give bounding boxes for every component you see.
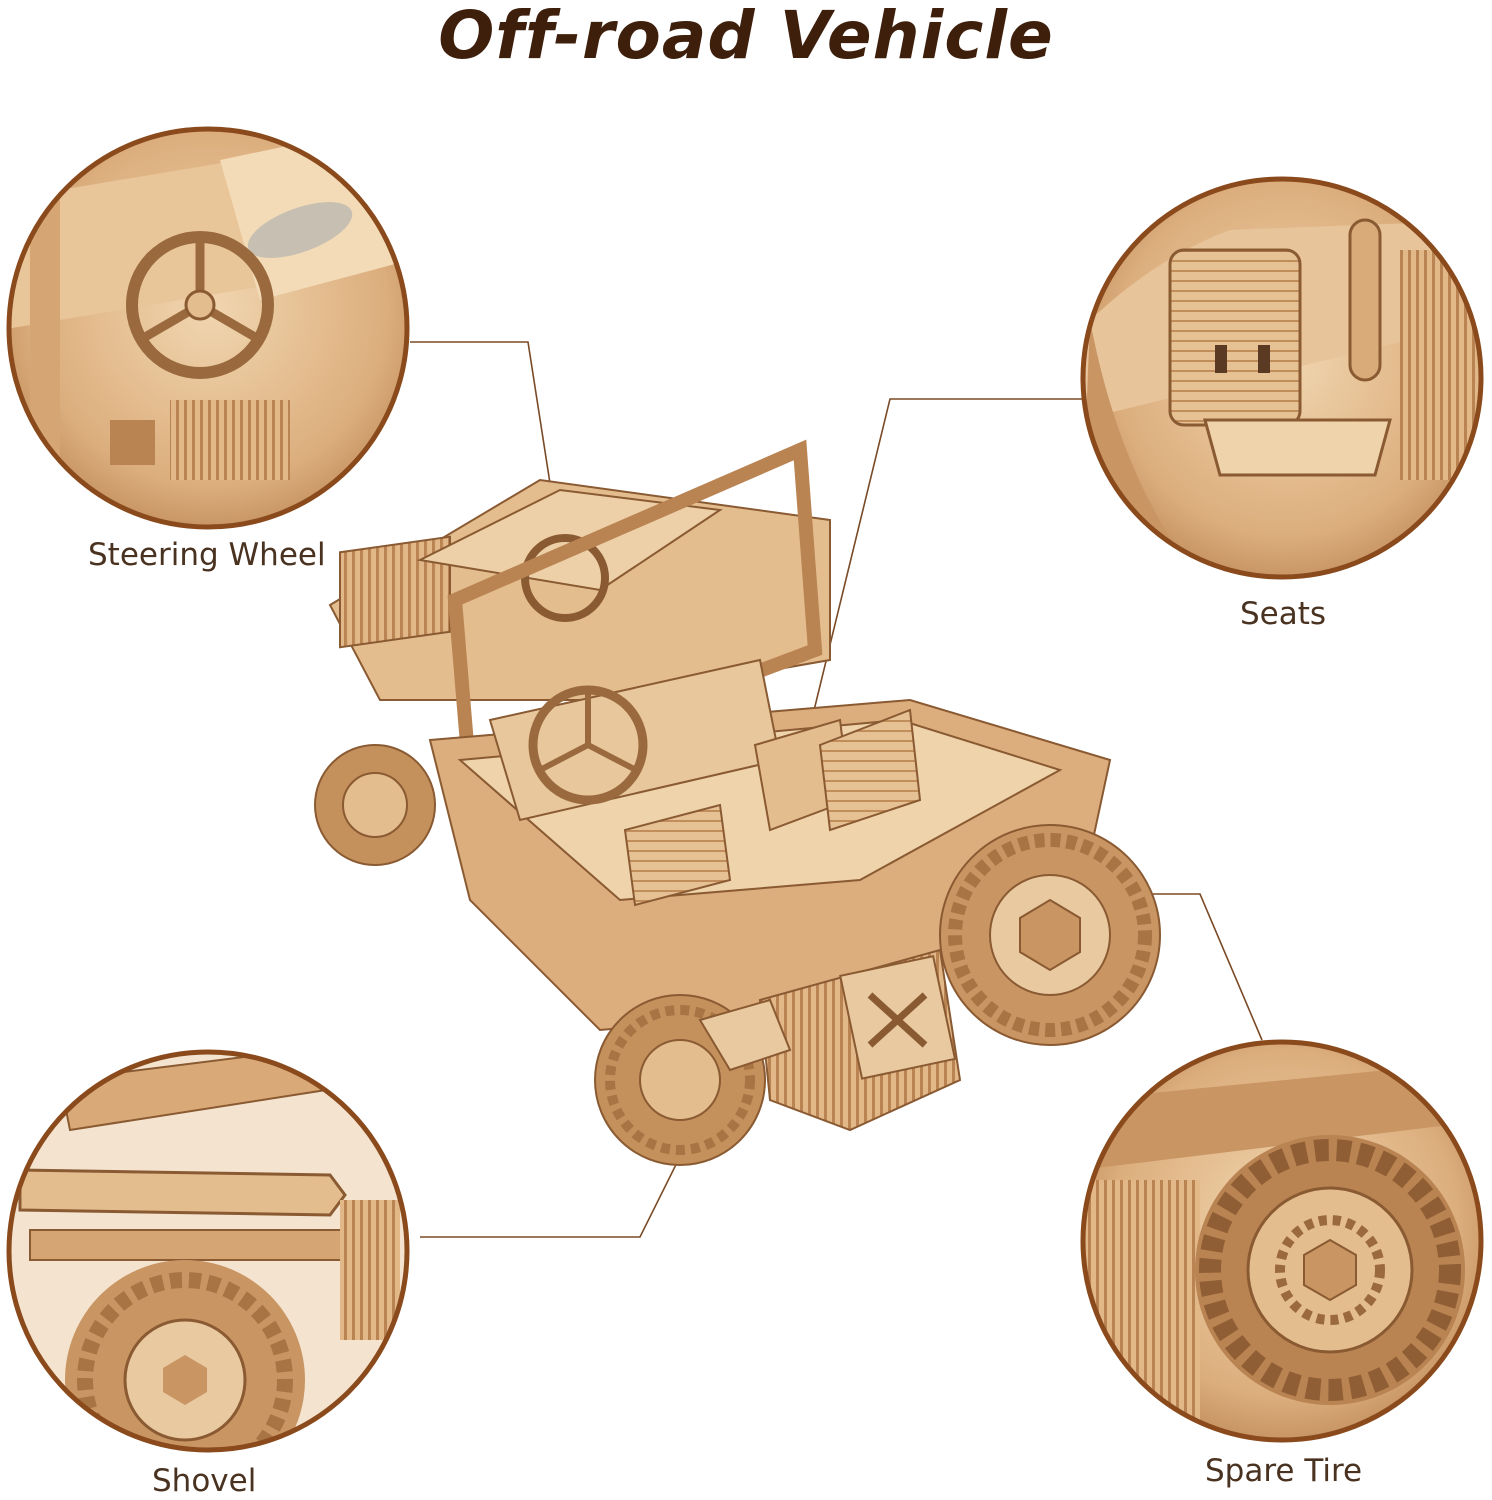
label-seats: Seats	[1240, 596, 1327, 632]
seat-model-rear	[623, 803, 732, 907]
detail-circle-spare-tire	[1080, 1039, 1484, 1443]
detail-circle-seats	[1080, 176, 1484, 580]
label-steering-wheel: Steering Wheel	[88, 537, 326, 573]
jeep-model	[314, 439, 1161, 1166]
label-spare-tire: Spare Tire	[1205, 1453, 1363, 1489]
shovel-model	[698, 998, 792, 1072]
detail-circle-steering-wheel	[6, 126, 410, 530]
label-shovel: Shovel	[152, 1463, 257, 1499]
leader-seats	[807, 398, 1082, 736]
page-title: Off-road Vehicle	[438, 0, 1054, 74]
steering-wheel-model	[528, 685, 648, 805]
detail-circle-shovel	[6, 1049, 410, 1453]
